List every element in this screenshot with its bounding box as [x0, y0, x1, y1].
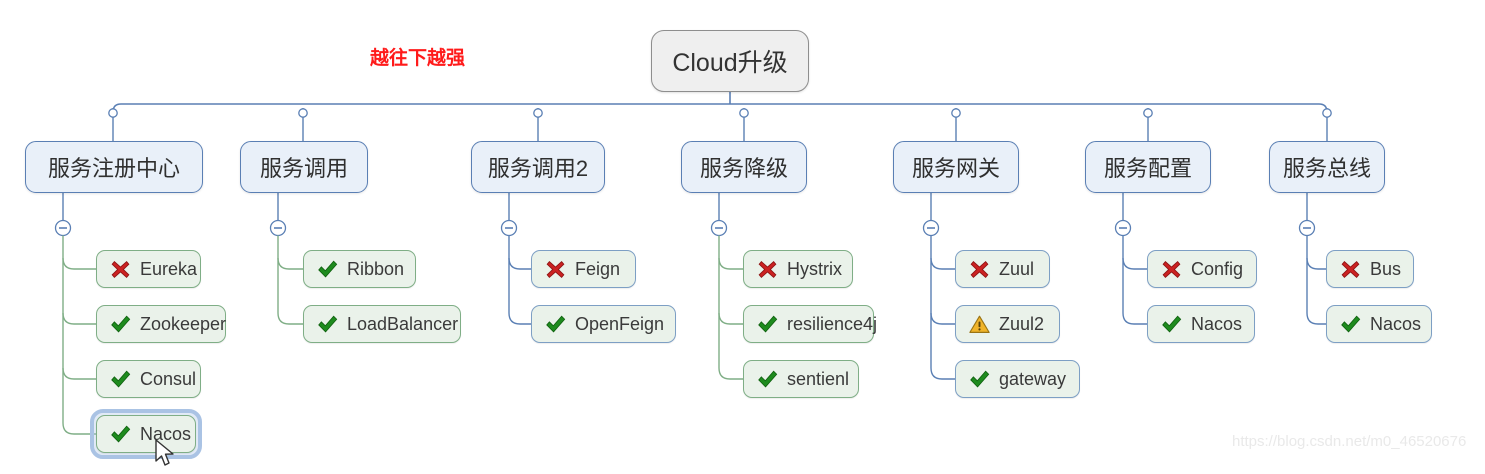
root-node[interactable]: Cloud升级	[651, 30, 809, 92]
leaf-node-label: Zookeeper	[140, 314, 227, 334]
leaf-node-gateway[interactable]: gateway	[955, 360, 1080, 398]
leaf-node-sentienl[interactable]: sentienl	[743, 360, 859, 398]
leaf-node-bus[interactable]: Bus	[1326, 250, 1414, 288]
leaf-node-consul[interactable]: Consul	[96, 360, 201, 398]
branch-junction-dot	[108, 108, 118, 118]
leaf-node-ribbon[interactable]: Ribbon	[303, 250, 416, 288]
branch-node-label: 服务网关	[911, 156, 1000, 181]
leaf-node-label: resilience4j	[787, 314, 878, 334]
branch-node-6[interactable]: 服务配置	[1085, 141, 1211, 193]
leaf-node-label: Feign	[575, 259, 621, 279]
branch-node-2[interactable]: 服务调用	[240, 141, 368, 193]
leaf-node-label: sentienl	[787, 369, 850, 389]
branch-junction-dot	[1143, 108, 1153, 118]
collapse-minus-icon	[500, 219, 518, 237]
green-check-icon	[111, 315, 131, 333]
green-check-icon	[970, 370, 990, 388]
watermark-text: https://blog.csdn.net/m0_46520676	[1232, 433, 1467, 450]
leaf-node-label: Zuul2	[999, 314, 1045, 334]
leaf-node-label: Hystrix	[787, 259, 842, 279]
leaf-node-label: Zuul	[999, 259, 1035, 279]
leaf-node-label: Nacos	[1191, 314, 1243, 334]
green-check-icon	[318, 260, 338, 278]
leaf-node-zuul2[interactable]: Zuul2	[955, 305, 1060, 343]
red-cross-icon	[1162, 260, 1181, 278]
branch-node-label: 服务注册中心	[47, 156, 180, 181]
collapse-minus-icon	[269, 219, 287, 237]
leaf-node-label: Consul	[140, 369, 197, 389]
yellow-warning-icon	[969, 315, 990, 333]
leaf-node-loadbalancer[interactable]: LoadBalancer	[303, 305, 461, 343]
branch-node-7[interactable]: 服务总线	[1269, 141, 1385, 193]
branch-junction-dot	[533, 108, 543, 118]
red-cross-icon	[546, 260, 565, 278]
mouse-cursor-icon	[154, 439, 176, 469]
branch-node-1[interactable]: 服务注册中心	[25, 141, 203, 193]
leaf-node-label: gateway	[999, 369, 1067, 389]
branch-junction-dot	[1322, 108, 1332, 118]
annotation-note: 越往下越强	[370, 47, 466, 69]
branch-node-label: 服务调用2	[487, 156, 589, 181]
green-check-icon	[1162, 315, 1182, 333]
collapse-minus-icon	[54, 219, 72, 237]
leaf-node-label: Config	[1191, 259, 1244, 279]
mindmap-canvas: 越往下越强 https://blog.csdn.net/m0_46520676 …	[25, 30, 1467, 466]
leaf-node-hystrix[interactable]: Hystrix	[743, 250, 853, 288]
leaf-node-feign[interactable]: Feign	[531, 250, 636, 288]
branch-node-4[interactable]: 服务降级	[681, 141, 807, 193]
leaf-node-resilience4j[interactable]: resilience4j	[743, 305, 878, 343]
leaf-node-nacos[interactable]: Nacos	[1326, 305, 1432, 343]
leaf-node-nacos[interactable]: Nacos	[1147, 305, 1255, 343]
branch-junction-dot	[298, 108, 308, 118]
red-cross-icon	[111, 260, 130, 278]
red-cross-icon	[758, 260, 777, 278]
branch-junction-dot	[739, 108, 749, 118]
red-cross-icon	[970, 260, 989, 278]
collapse-minus-icon	[710, 219, 728, 237]
collapse-minus-icon	[1114, 219, 1132, 237]
leaf-node-config[interactable]: Config	[1147, 250, 1257, 288]
leaf-node-label: Ribbon	[347, 259, 405, 279]
collapse-minus-icon	[1298, 219, 1316, 237]
leaf-node-zookeeper[interactable]: Zookeeper	[96, 305, 226, 343]
leaf-node-label: OpenFeign	[575, 314, 665, 334]
branch-node-label: 服务降级	[699, 156, 788, 181]
green-check-icon	[758, 315, 778, 333]
branch-node-5[interactable]: 服务网关	[893, 141, 1019, 193]
green-check-icon	[758, 370, 778, 388]
leaf-node-label: Bus	[1370, 259, 1402, 279]
branch-node-label: 服务调用	[259, 156, 348, 181]
leaf-node-eureka[interactable]: Eureka	[96, 250, 201, 288]
branch-node-label: 服务总线	[1282, 156, 1371, 181]
red-cross-icon	[1341, 260, 1360, 278]
green-check-icon	[546, 315, 566, 333]
green-check-icon	[1341, 315, 1361, 333]
leaf-node-label: Nacos	[1370, 314, 1422, 334]
branch-node-3[interactable]: 服务调用2	[471, 141, 605, 193]
leaf-node-label: Eureka	[140, 259, 198, 279]
branch-junction-dot	[951, 108, 961, 118]
leaf-node-label: Nacos	[140, 424, 192, 444]
green-check-icon	[111, 370, 131, 388]
leaf-node-nacos[interactable]: Nacos	[96, 415, 196, 453]
root-node-label: Cloud升级	[672, 49, 788, 77]
green-check-icon	[318, 315, 338, 333]
branch-node-label: 服务配置	[1103, 156, 1192, 181]
green-check-icon	[111, 425, 131, 443]
leaf-node-openfeign[interactable]: OpenFeign	[531, 305, 676, 343]
collapse-minus-icon	[922, 219, 940, 237]
leaf-node-zuul[interactable]: Zuul	[955, 250, 1050, 288]
leaf-node-label: LoadBalancer	[347, 314, 459, 334]
